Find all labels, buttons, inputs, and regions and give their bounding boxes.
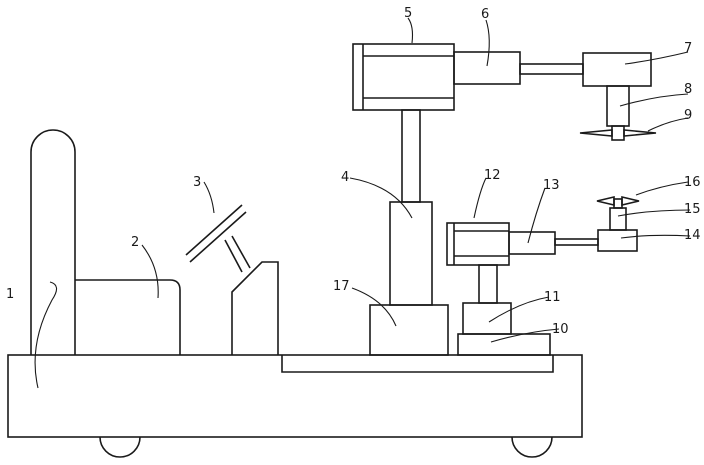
leader-lines	[34, 17, 691, 389]
lower-column-block	[462, 302, 512, 335]
steering-console	[231, 261, 279, 355]
column-upper	[401, 109, 421, 203]
steering-wheel	[185, 204, 251, 273]
column-lower	[389, 201, 433, 306]
upper-tool-head	[579, 52, 657, 141]
column-base	[369, 304, 449, 356]
label-5: 5	[404, 6, 412, 21]
upper-cylinder	[352, 43, 584, 111]
seat-back	[30, 129, 76, 355]
label-9: 9	[684, 108, 692, 123]
lower-cylinder	[446, 222, 599, 266]
callout-labels: 1 2 3 4 5 6 7 8 9 10 11 12 13 14 15 16 1…	[6, 6, 701, 337]
label-13: 13	[543, 178, 560, 193]
label-17: 17	[333, 279, 350, 294]
label-16: 16	[684, 175, 701, 190]
seat-cushion	[75, 279, 181, 355]
cart-base	[7, 354, 583, 438]
label-14: 14	[684, 228, 701, 243]
lower-base-block	[457, 333, 551, 356]
lower-tool-head	[596, 195, 640, 252]
label-8: 8	[684, 82, 692, 97]
label-15: 15	[684, 202, 701, 217]
label-1: 1	[6, 287, 14, 302]
wheel-left	[99, 436, 141, 458]
label-3: 3	[193, 175, 201, 190]
label-10: 10	[552, 322, 569, 337]
lower-column	[478, 264, 498, 304]
label-7: 7	[684, 41, 692, 56]
label-12: 12	[484, 168, 501, 183]
label-11: 11	[544, 290, 561, 305]
label-4: 4	[341, 170, 349, 185]
wheel-right	[511, 436, 553, 458]
label-6: 6	[481, 7, 489, 22]
label-2: 2	[131, 235, 139, 250]
